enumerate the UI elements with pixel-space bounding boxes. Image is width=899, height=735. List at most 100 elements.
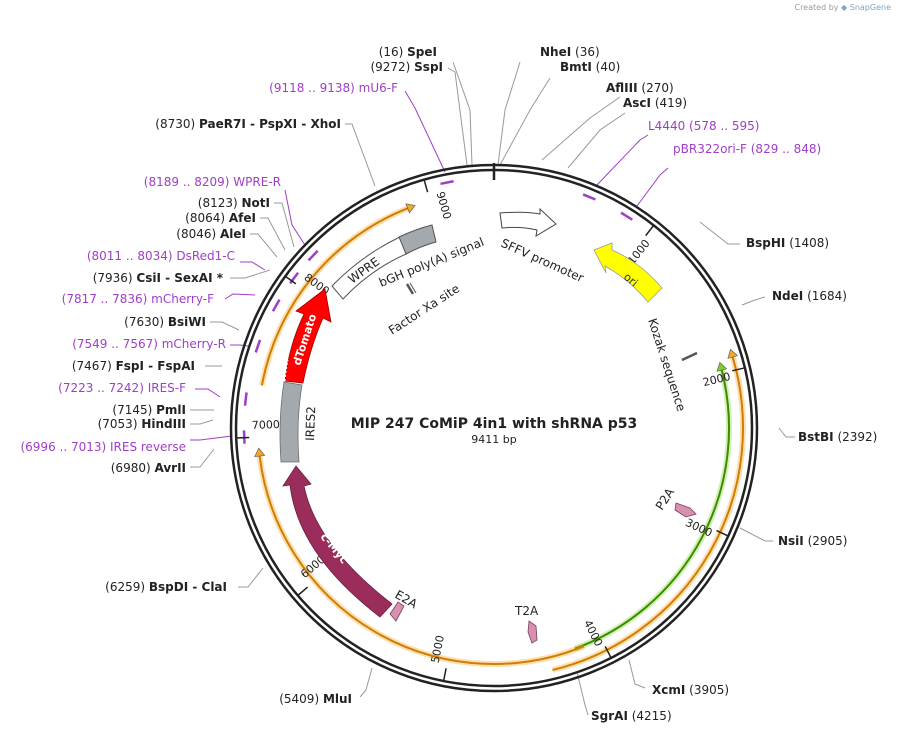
enzyme-label-1: NheI (36)	[540, 45, 600, 59]
primer-range: (8189 .. 8209)	[144, 175, 234, 189]
features-layer	[242, 180, 746, 673]
tick-label-7000: 7000	[252, 418, 280, 432]
enzyme-position: (1684)	[803, 289, 847, 303]
enzyme-label-7: BstBI (2392)	[798, 430, 877, 444]
primer-name: pBR322ori-F	[673, 142, 751, 156]
tick-3000	[716, 529, 729, 537]
primer-leader-lines	[190, 90, 669, 441]
enzyme-position: (5409)	[279, 692, 323, 706]
primer-mark-wpre-r	[307, 249, 319, 262]
primer-range: (578 .. 595)	[689, 119, 759, 133]
enzyme-name: BmtI	[560, 60, 592, 74]
enzyme-name: MluI	[323, 692, 352, 706]
enzyme-name: HindIII	[141, 417, 186, 431]
enzyme-position: (1408)	[785, 236, 829, 250]
enzyme-label-17: (7630) BsiWI	[124, 315, 206, 329]
orange-feature-3-arrowhead	[405, 203, 416, 214]
primer-range: (7549 .. 7567)	[72, 337, 162, 351]
p2a-arrow	[674, 502, 697, 518]
enzyme-name: NdeI	[772, 289, 803, 303]
tick-6000	[297, 586, 309, 597]
enzyme-name: AscI	[623, 96, 651, 110]
enzyme-label-15: (7145) PmlI	[112, 403, 186, 417]
orange-feature-2-arrowhead	[254, 447, 266, 457]
primer-mark-pbr322ori	[620, 211, 633, 221]
tick-label-2000: 2000	[702, 370, 732, 389]
ires2-label: IRES2	[303, 406, 318, 441]
enzyme-position: (7053)	[98, 417, 142, 431]
enzyme-name: AflIII	[606, 81, 638, 95]
primer-label-5: (7817 .. 7836) mCherry-F	[62, 292, 214, 306]
enzyme-position: (8046)	[176, 227, 220, 241]
primer-mark-dsred1	[289, 271, 300, 285]
enzyme-label-12: (6259) BspDI - ClaI	[105, 580, 227, 594]
tick-label-5000: 5000	[429, 634, 447, 664]
primer-mark-ires-f	[243, 392, 248, 406]
t2a-label: T2A	[514, 604, 539, 618]
bgh-polya-block	[398, 224, 437, 255]
tick-4000	[604, 645, 612, 659]
primer-label-0: (9118 .. 9138) mU6-F	[269, 81, 398, 95]
enzyme-name: AvrII	[154, 461, 186, 475]
enzyme-label-3: AflIII (270)	[606, 81, 674, 95]
enzyme-position: (36)	[571, 45, 599, 59]
enzyme-position: (6980)	[111, 461, 155, 475]
enzyme-position: (6259)	[105, 580, 149, 594]
primer-label-7: (7223 .. 7242) IRES-F	[58, 381, 186, 395]
enzyme-label-8: NsiI (2905)	[778, 534, 847, 548]
enzyme-name: BspHI	[746, 236, 785, 250]
enzyme-name: BstBI	[798, 430, 834, 444]
tick-label-9000: 9000	[434, 190, 454, 220]
map-title: MIP 247 CoMiP 4in1 with shRNA p53	[351, 416, 638, 432]
credit-prefix: Created by	[794, 3, 839, 12]
tick-2000	[732, 367, 746, 372]
enzyme-position: (9272)	[370, 60, 414, 74]
enzyme-label-20: (8064) AfeI	[185, 211, 256, 225]
enzyme-label-2: BmtI (40)	[560, 60, 620, 74]
tick-1000	[645, 224, 655, 237]
tick-8000	[284, 275, 297, 285]
enzyme-position: (419)	[651, 96, 687, 110]
primer-name: IRES-F	[148, 381, 186, 395]
factor-xa-mark-2	[409, 282, 417, 294]
enzyme-label-4: AscI (419)	[623, 96, 687, 110]
enzyme-position: (7630)	[124, 315, 168, 329]
dtomato-dashed-extension	[284, 359, 289, 382]
enzyme-position: (2905)	[804, 534, 848, 548]
enzyme-position: (2392)	[834, 430, 878, 444]
enzyme-name: SgrAI	[591, 709, 628, 723]
primer-name: IRES reverse	[110, 440, 186, 454]
cmyc-arrow	[282, 465, 393, 618]
enzyme-position: (8123)	[198, 196, 242, 210]
enzyme-name: AfeI	[229, 211, 256, 225]
primer-range: (6996 .. 7013)	[20, 440, 110, 454]
enzyme-label-23: (9272) SspI	[370, 60, 443, 74]
primer-label-4: (8011 .. 8034) DsRed1-C	[87, 249, 235, 263]
p2a-label: P2A	[653, 485, 678, 513]
kozak-label: Kozak sequence	[645, 317, 688, 413]
enzyme-name: SpeI	[407, 45, 437, 59]
ires2-arrow	[279, 381, 303, 463]
primer-range: (9118 .. 9138)	[269, 81, 359, 95]
orange-feature-3-halo	[258, 205, 409, 386]
enzyme-name: BsiWI	[168, 315, 206, 329]
green-feature-track	[574, 369, 730, 650]
enzyme-label-14: (7053) HindIII	[98, 417, 186, 431]
primer-name: mU6-F	[359, 81, 398, 95]
enzyme-label-18: (7936) CsiI - SexAI *	[93, 271, 224, 285]
primer-mark-mu6f	[440, 180, 454, 186]
tick-5000	[442, 668, 447, 682]
primer-range: (7817 .. 7836)	[62, 292, 152, 306]
enzyme-name: PmlI	[156, 403, 186, 417]
enzyme-name: PaeR7I - PspXI - XhoI	[199, 117, 341, 131]
orange-feature-3-track	[260, 207, 409, 386]
enzyme-position: (8730)	[155, 117, 199, 131]
enzyme-label-19: (8046) AleI	[176, 227, 246, 241]
enzyme-label-6: NdeI (1684)	[772, 289, 847, 303]
enzyme-label-21: (8123) NotI	[198, 196, 270, 210]
enzyme-label-9: XcmI (3905)	[652, 683, 729, 697]
enzyme-name: NsiI	[778, 534, 804, 548]
factor-xa-mark	[405, 283, 415, 295]
